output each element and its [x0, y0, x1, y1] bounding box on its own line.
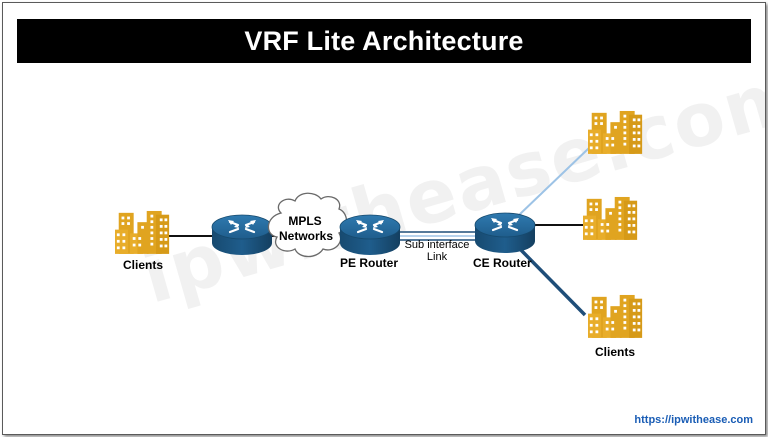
mpls-label-line1: MPLS — [288, 214, 322, 228]
router-icon — [210, 213, 274, 257]
page-title: VRF Lite Architecture — [244, 25, 524, 56]
left-clients-label: Clients — [123, 258, 164, 272]
subinterface-link — [400, 231, 477, 241]
pe-router-label: PE Router — [340, 256, 399, 270]
building-icon — [588, 110, 643, 154]
link-ce-to-bottom-clients — [517, 246, 587, 317]
building-icon — [583, 196, 638, 240]
right-clients-label: Clients — [595, 345, 636, 359]
router-icon — [338, 213, 402, 257]
subinterface-link-label: Sub interface Link — [401, 239, 473, 263]
footer-url[interactable]: https://ipwithease.com — [634, 414, 753, 426]
link-ce-to-top-clients — [518, 147, 590, 216]
network-diagram — [115, 110, 643, 338]
subinterface-label-line1: Sub interface — [404, 239, 470, 251]
mpls-cloud-label: MPLS Networks — [279, 214, 334, 244]
title-bar: VRF Lite Architecture — [17, 19, 751, 63]
building-icon — [115, 210, 170, 254]
subinterface-label-line2: Link — [426, 251, 448, 263]
cloud-icon — [267, 192, 348, 258]
router-icon — [473, 211, 537, 255]
mpls-label-line2: Networks — [279, 229, 334, 243]
building-icon — [588, 294, 643, 338]
ce-router-label: CE Router — [473, 256, 532, 270]
